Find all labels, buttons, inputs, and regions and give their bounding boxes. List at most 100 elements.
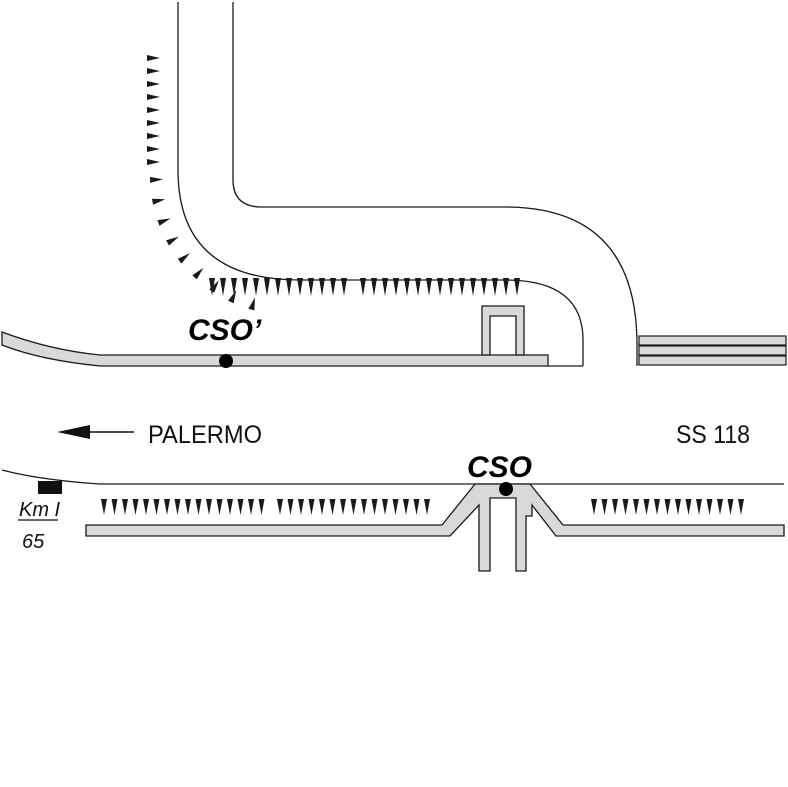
embankment-hatch-curve	[150, 176, 255, 311]
hatch-mark	[330, 278, 336, 296]
hatch-mark	[287, 499, 294, 515]
hatch-mark	[132, 499, 139, 515]
arrow-left-icon	[57, 425, 134, 439]
hatch-mark	[152, 198, 166, 205]
hatch-mark	[727, 499, 734, 515]
hatch-mark	[675, 499, 681, 515]
hatch-mark	[147, 94, 160, 100]
hatch-mark	[382, 499, 388, 515]
hatch-mark	[503, 278, 509, 296]
hatch-mark	[360, 278, 366, 296]
embankment-hatch-south-east	[591, 499, 744, 515]
hatch-mark	[403, 499, 409, 515]
hatch-mark	[253, 278, 259, 296]
hatch-mark	[319, 278, 325, 296]
hatch-mark	[424, 499, 430, 515]
hatch-mark	[685, 499, 692, 515]
hatch-mark	[231, 278, 237, 296]
hatch-mark	[174, 499, 181, 515]
hatch-mark	[192, 267, 204, 280]
embankment-hatch-south-west	[101, 499, 430, 515]
hatch-mark	[297, 278, 303, 296]
hatch-mark	[248, 499, 254, 515]
hatch-mark	[237, 499, 244, 515]
hatch-mark	[164, 499, 170, 515]
hatch-mark	[147, 68, 160, 74]
hatch-mark	[738, 499, 744, 515]
hatch-mark	[633, 499, 639, 515]
hatch-mark	[248, 297, 255, 311]
hatch-mark	[147, 120, 160, 126]
hatch-mark	[591, 499, 597, 515]
hatch-mark	[459, 278, 465, 296]
hatch-mark	[514, 278, 520, 296]
north-wall	[1, 331, 549, 367]
hatch-mark	[601, 499, 608, 515]
hatch-mark	[166, 236, 179, 246]
hatch-mark	[242, 278, 248, 296]
hatch-mark	[101, 499, 107, 515]
hatch-mark	[185, 499, 191, 515]
side-road-inner-edge	[232, 2, 638, 366]
hatch-mark	[319, 499, 325, 515]
hatch-mark	[340, 499, 346, 515]
hatch-mark	[392, 499, 399, 515]
hatch-mark	[413, 499, 420, 515]
hatch-mark	[264, 278, 270, 296]
hatch-mark	[622, 499, 629, 515]
hatch-mark	[654, 499, 660, 515]
hatch-mark	[308, 278, 314, 296]
hatch-mark	[717, 499, 723, 515]
hatch-mark	[143, 499, 149, 515]
km-value: 65	[22, 531, 45, 553]
hatch-mark	[228, 290, 237, 304]
hatch-mark	[481, 278, 487, 296]
hatch-mark	[147, 159, 160, 165]
north-culvert-headwall	[481, 305, 525, 356]
hatch-mark	[696, 499, 702, 515]
east-guard-rails	[638, 335, 787, 366]
km-label: Km I	[19, 499, 61, 521]
hatch-mark	[308, 499, 315, 515]
hatch-mark	[147, 133, 160, 139]
hatch-mark	[157, 218, 171, 226]
hatch-mark	[492, 278, 498, 296]
hatch-mark	[371, 499, 378, 515]
hatch-mark	[415, 278, 421, 296]
hatch-mark	[643, 499, 650, 515]
road-label: SS 118	[676, 421, 750, 449]
hatch-mark	[220, 278, 226, 296]
hatch-mark	[341, 278, 347, 296]
direction-label: PALERMO	[148, 421, 262, 449]
hatch-mark	[448, 278, 454, 296]
cso-point-marker-icon	[499, 482, 513, 496]
hatch-mark	[286, 278, 292, 296]
south-wall	[85, 483, 785, 572]
hatch-mark	[350, 499, 357, 515]
cso-prime-point-marker-icon	[219, 354, 233, 368]
hatch-mark	[206, 499, 212, 515]
hatch-mark	[258, 499, 265, 515]
embankment-hatch-north	[209, 278, 520, 296]
embankment-hatch-west	[147, 55, 160, 165]
hatch-mark	[404, 278, 410, 296]
hatch-mark	[147, 81, 160, 87]
hatch-mark	[329, 499, 336, 515]
hatch-mark	[393, 278, 399, 296]
hatch-mark	[426, 278, 432, 296]
main-road-south-edge	[1, 469, 784, 485]
hatch-mark	[275, 278, 281, 296]
hatch-mark	[437, 278, 443, 296]
hatch-mark	[361, 499, 367, 515]
hatch-mark	[111, 499, 118, 515]
hatch-mark	[216, 499, 223, 515]
hatch-mark	[209, 278, 215, 296]
hatch-mark	[298, 499, 304, 515]
hatch-mark	[470, 278, 476, 296]
side-road	[177, 2, 638, 366]
hatch-mark	[177, 253, 190, 264]
cso-prime-label: CSO’	[188, 314, 262, 347]
hatch-mark	[147, 107, 160, 113]
hatch-mark	[382, 278, 388, 296]
